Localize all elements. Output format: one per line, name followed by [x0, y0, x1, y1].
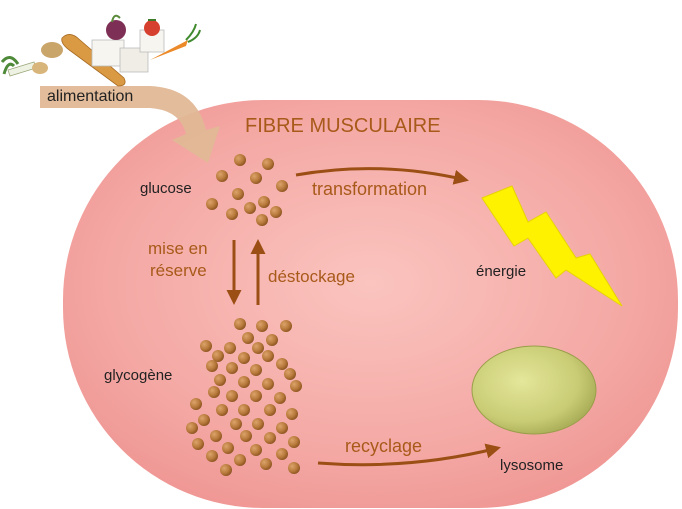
recycling-arrow	[317, 443, 501, 467]
glucose-label: glucose	[140, 180, 192, 197]
glycogen-unit	[212, 350, 224, 362]
glycogen-unit	[234, 318, 246, 330]
glycogen-unit	[192, 438, 204, 450]
glycogen-unit	[262, 378, 274, 390]
glycogen-unit	[234, 454, 246, 466]
storage-label-line2: réserve	[150, 261, 207, 280]
glycogen-unit	[266, 334, 278, 346]
glycogen-unit	[242, 332, 254, 344]
food-label: alimentation	[47, 88, 133, 105]
glycogen-unit	[250, 364, 262, 376]
food-items-icon	[0, 14, 201, 87]
glycogen-unit	[252, 342, 264, 354]
glycogen-unit	[238, 376, 250, 388]
food-intake-arrow	[40, 86, 220, 163]
glucose-molecule	[258, 196, 270, 208]
glucose-molecule	[234, 154, 246, 166]
storage-label-line1: mise en	[148, 239, 208, 258]
glycogen-unit	[240, 430, 252, 442]
glycogen-unit	[250, 390, 262, 402]
lysosome-label: lysosome	[500, 457, 563, 474]
glycogen-unit	[264, 432, 276, 444]
glycogen-unit	[200, 340, 212, 352]
glycogen-unit	[284, 368, 296, 380]
transformation-arrow	[295, 167, 469, 185]
glycogen-unit	[222, 442, 234, 454]
glycogen-unit	[256, 320, 268, 332]
glycogen-unit	[290, 380, 302, 392]
glycogen-unit	[214, 374, 226, 386]
cell-title: FIBRE MUSCULAIRE	[245, 115, 441, 137]
glycogen-unit	[250, 444, 262, 456]
glucose-molecule	[250, 172, 262, 184]
glycogen-unit	[260, 458, 272, 470]
glycogen-unit	[206, 360, 218, 372]
glycogen-unit	[206, 450, 218, 462]
glucose-molecule	[256, 214, 268, 226]
glucose-molecule	[270, 206, 282, 218]
glucose-molecules	[206, 154, 288, 226]
glucose-molecule	[216, 170, 228, 182]
glycogen-unit	[220, 464, 232, 476]
glycogen-chain	[186, 318, 302, 476]
glycogen-unit	[286, 408, 298, 420]
glycogen-unit	[238, 404, 250, 416]
glycogen-unit	[276, 422, 288, 434]
glycogen-unit	[288, 462, 300, 474]
glycogen-unit	[226, 390, 238, 402]
glycogen-unit	[288, 436, 300, 448]
glycogen-unit	[224, 342, 236, 354]
glycogen-unit	[274, 392, 286, 404]
glycogen-label: glycogène	[104, 367, 172, 384]
glycogen-unit	[276, 448, 288, 460]
glycogen-unit	[252, 418, 264, 430]
glycogen-unit	[216, 404, 228, 416]
glycogen-unit	[190, 398, 202, 410]
glycogen-unit	[186, 422, 198, 434]
glycogen-unit	[238, 352, 250, 364]
energy-label: énergie	[476, 263, 526, 280]
recycling-label: recyclage	[345, 436, 422, 456]
glucose-molecule	[206, 198, 218, 210]
glucose-molecule	[226, 208, 238, 220]
glycogen-unit	[210, 430, 222, 442]
lightning-bolt-icon	[481, 185, 623, 307]
glucose-molecule	[244, 202, 256, 214]
lysosome	[471, 345, 597, 435]
glycogen-unit	[280, 320, 292, 332]
glycogen-unit	[264, 404, 276, 416]
glycogen-unit	[276, 358, 288, 370]
glycogen-unit	[262, 350, 274, 362]
glycogen-unit	[230, 418, 242, 430]
glycogen-unit	[208, 386, 220, 398]
glucose-molecule	[262, 158, 274, 170]
glycogen-unit	[198, 414, 210, 426]
release-label: déstockage	[268, 267, 355, 286]
glycogen-unit	[226, 362, 238, 374]
transformation-label: transformation	[312, 179, 427, 199]
glucose-molecule	[276, 180, 288, 192]
glucose-molecule	[232, 188, 244, 200]
